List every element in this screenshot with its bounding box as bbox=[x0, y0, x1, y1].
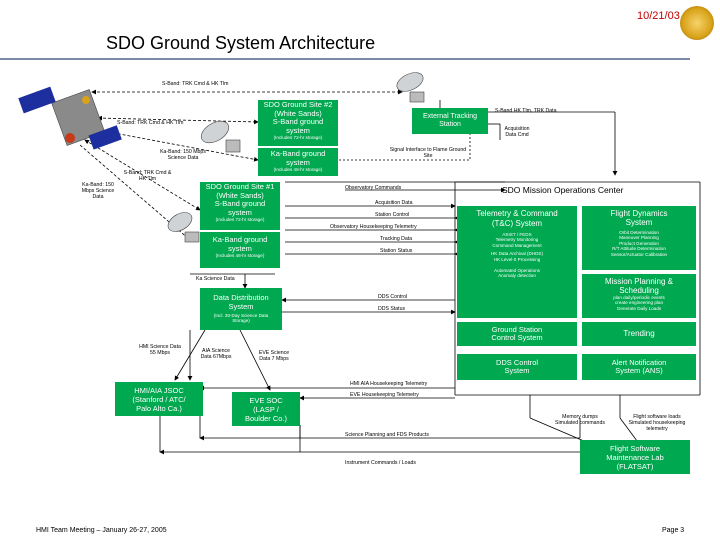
flow-tracking-data: Tracking Data bbox=[380, 236, 413, 242]
flatsat-l3: (FLATSAT) bbox=[616, 461, 654, 471]
footer-page: Page 3 bbox=[662, 527, 685, 534]
trending-box: Trending bbox=[582, 322, 696, 346]
flow-instrument-commands: Instrument Commands / Loads bbox=[345, 460, 416, 466]
footer-meeting: HMI Team Meeting – January 26-27, 2005 bbox=[36, 527, 167, 534]
mps-sub2: create engineering plan bbox=[614, 300, 663, 306]
kaband-left-label: Ka-Band: 150 Mbps Science Data bbox=[81, 182, 115, 200]
site1-ka: Ka-Band ground system bbox=[212, 235, 268, 253]
flow-acquisition-data: Acquisition Data bbox=[375, 200, 413, 206]
site2-title2: (White Sands) bbox=[274, 108, 322, 118]
sband-top-label: S-Band: TRK Cmd & HK Tlm bbox=[162, 81, 229, 87]
satellite-icon bbox=[18, 86, 122, 150]
tc-sub4: HK Data Archival (DHDS) bbox=[490, 251, 544, 257]
flow-eve-science: EVE Science Data 7 Mbps bbox=[258, 350, 290, 362]
flow-eve-hk: EVE Housekeeping Telemetry bbox=[350, 392, 419, 398]
tc-sub7: Anomaly detection bbox=[498, 273, 536, 279]
hmi-aia-jsoc-box: HMI/AIA JSOC (Stanford / ATC/ Palo Alto … bbox=[115, 382, 203, 416]
site2-sband-box: SDO Ground Site #2 (White Sands) S-Band … bbox=[258, 100, 338, 146]
tc-system-box: Telemetry & Command (T&C) System ASIST /… bbox=[457, 206, 577, 318]
flow-aia-science: AIA Science Data 67Mbps bbox=[200, 348, 232, 360]
eve-l3: Boulder Co.) bbox=[244, 413, 288, 423]
flow-science-planning: Science Planning and FDS Products bbox=[345, 432, 429, 438]
flow-observatory-hk: Observatory Housekeeping Telemetry bbox=[330, 224, 417, 230]
site1-sband-note: (Includes 72-hr storage) bbox=[215, 217, 265, 222]
data-distribution-system: Data Distribution System (Incl. 30-Day S… bbox=[200, 288, 282, 330]
hmi-aia-l3: Palo Alto Ca.) bbox=[136, 403, 182, 413]
mps-sub3: Generate Daily Loads bbox=[616, 305, 662, 311]
eve-soc-box: EVE SOC (LASP / Boulder Co.) bbox=[232, 392, 300, 426]
ka-science-label: Ka Science Data bbox=[196, 276, 235, 282]
site1-ka-box: Ka-Band ground system (Includes 48-hr st… bbox=[200, 232, 280, 268]
kaband-150-label: Ka-Band: 150 Mbps Science Data bbox=[160, 149, 206, 161]
mps-title: Mission Planning & Scheduling bbox=[604, 277, 674, 295]
dds-control-text: DDS Control System bbox=[495, 357, 539, 375]
eve-l2: (LASP / bbox=[253, 404, 279, 414]
flow-station-control: Station Control bbox=[375, 212, 410, 218]
ans-text: Alert Notification System (ANS) bbox=[611, 357, 667, 375]
tc-sub1: ASIST / FEDS bbox=[502, 232, 532, 237]
site2-sband-note: (Includes 72-hr storage) bbox=[273, 135, 323, 140]
title-rule bbox=[0, 58, 690, 60]
flow-fsw-loads: Flight software loads Simulated housekee… bbox=[628, 414, 686, 432]
trending-text: Trending bbox=[623, 328, 655, 338]
site1-title1: SDO Ground Site #1 bbox=[205, 182, 275, 191]
flow-dds-control: DDS Control bbox=[378, 294, 408, 300]
flatsat-box: Flight Software Maintenance Lab (FLATSAT… bbox=[580, 440, 690, 474]
fds-box: Flight Dynamics System Orbit Determinati… bbox=[582, 206, 696, 270]
dds-note: (Incl. 30-Day Science Data Storage) bbox=[213, 313, 269, 324]
flow-hmi-aia-hk: HMI AIA Housekeeping Telemetry bbox=[350, 381, 428, 387]
flow-station-status: Station Status bbox=[380, 248, 413, 254]
flow-observatory-commands: Observatory Commands bbox=[345, 185, 402, 191]
eve-l1: EVE SOC bbox=[249, 395, 283, 405]
flow-memory-dumps: Memory dumps Simulated commands bbox=[555, 414, 605, 426]
flatsat-l1: Flight Software bbox=[609, 443, 661, 453]
flow-hmi-science: HMI Science Data 55 Mbps bbox=[139, 344, 181, 356]
gscs-box: Ground Station Control System bbox=[457, 322, 577, 346]
flow-dds-status: DDS Status bbox=[378, 306, 406, 312]
fds-sub1: Orbit Determination bbox=[619, 230, 659, 235]
signal-interface-label: Signal Interface to Flame Ground Site bbox=[389, 147, 467, 159]
sband-trk-label: S-Band: TRK Cmd & HK Tlm bbox=[117, 120, 183, 126]
external-tracking-text: External Tracking Station bbox=[422, 112, 478, 129]
site1-sband-box: SDO Ground Site #1 (White Sands) S-Band … bbox=[200, 182, 280, 230]
site1-sband: S-Band ground system bbox=[214, 199, 266, 217]
moc-title: SDO Mission Operations Center bbox=[502, 185, 624, 195]
site1-ka-note: (Includes 48-hr storage) bbox=[215, 253, 265, 258]
acq-data-cmd-label: Acquisition Data Cmd bbox=[504, 126, 530, 138]
sband-hk-right-label: S-Band HK Tlm, TRK Data bbox=[495, 108, 557, 114]
mps-sub1: plan daily/periodic events bbox=[613, 295, 665, 300]
site2-ka-box: Ka-Band ground system (Includes 48-hr st… bbox=[258, 148, 338, 176]
gscs-text: Ground Station Control System bbox=[491, 324, 543, 342]
antenna-icons bbox=[167, 72, 425, 243]
hmi-logo bbox=[680, 6, 714, 40]
dds-control-box: DDS Control System bbox=[457, 354, 577, 380]
site2-sband: S-Band ground system bbox=[272, 117, 324, 135]
tc-sub3: Command Management bbox=[492, 242, 542, 248]
sband-trk2-label: S-Band: TRK Cmd & HK Tlm bbox=[123, 170, 172, 182]
fds-sub3: Product Generation bbox=[619, 240, 659, 246]
tc-sub2: Telemetry Monitoring bbox=[495, 237, 539, 243]
ans-box: Alert Notification System (ANS) bbox=[582, 354, 696, 380]
site2-ka-note: (Includes 48-hr storage) bbox=[273, 167, 323, 172]
page-title: SDO Ground System Architecture bbox=[106, 33, 376, 53]
external-tracking-station: External Tracking Station bbox=[412, 108, 488, 134]
sband-trk-text: S-Band: TRK Cmd & HK Tlm bbox=[117, 120, 184, 126]
site2-ka: Ka-Band ground system bbox=[270, 149, 326, 167]
site2-title1: SDO Ground Site #2 bbox=[263, 100, 333, 109]
mps-box: Mission Planning & Scheduling plan daily… bbox=[582, 274, 696, 318]
fds-sub4: R/T Attitude Determination bbox=[612, 246, 666, 252]
hmi-aia-l2: (Stanford / ATC/ bbox=[132, 394, 186, 404]
tc-title: Telemetry & Command (T&C) System bbox=[476, 209, 558, 228]
site1-title2: (White Sands) bbox=[216, 190, 264, 200]
fds-sub2: Maneuver Planning bbox=[619, 235, 659, 241]
dds-title: Data Distribution System bbox=[213, 293, 269, 311]
flatsat-l2: Maintenance Lab bbox=[606, 452, 664, 462]
fds-title: Flight Dynamics System bbox=[610, 209, 668, 227]
tc-sub6: Automated Operations bbox=[494, 268, 540, 274]
tc-sub5: HK Level-0 Processing bbox=[493, 256, 541, 262]
hmi-aia-l1: HMI/AIA JSOC bbox=[134, 385, 184, 395]
date-label: 10/21/03 bbox=[637, 10, 680, 22]
fds-sub5: Sensor/Actuator Calibration bbox=[610, 251, 668, 257]
